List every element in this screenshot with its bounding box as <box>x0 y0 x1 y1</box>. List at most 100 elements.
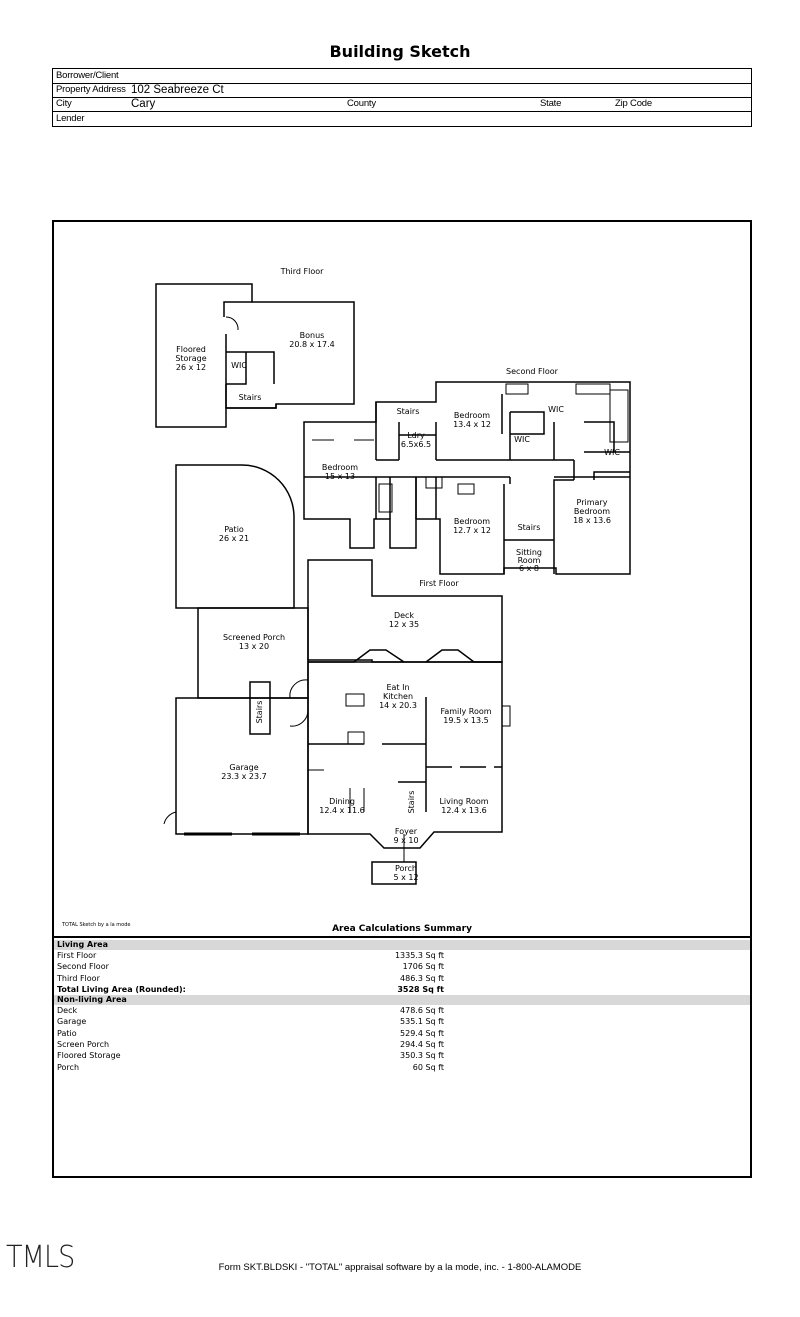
floored-storage-label-1: Floored <box>176 345 206 354</box>
area-name: First Floor <box>57 951 97 960</box>
patio-label: Patio <box>224 525 244 534</box>
tmls-logo: TMLS <box>6 1240 75 1275</box>
sitting-label-2: Room <box>518 556 541 565</box>
sketch-credit: TOTAL Sketch by a la mode <box>62 922 131 928</box>
first-stairs-label-2: Stairs <box>407 791 416 814</box>
area-name: Second Floor <box>57 962 109 972</box>
city-value: Cary <box>131 98 156 110</box>
sitting-label-1: Sitting <box>516 548 542 557</box>
foyer-label: Foyer <box>395 827 418 836</box>
third-floor-label: Third Floor <box>280 267 325 276</box>
area-value: 529.4 Sq ft <box>400 1028 444 1038</box>
primary-label-1: Primary <box>577 498 608 507</box>
area-name: Patio <box>57 1028 77 1038</box>
second-stairs-label: Stairs <box>397 407 420 416</box>
area-name: Garage <box>57 1017 87 1027</box>
room-labels: Third Floor Second Floor First Floor Flo… <box>175 267 620 882</box>
primary-label-2: Bedroom <box>574 507 610 516</box>
deck-dims: 12 x 35 <box>389 620 419 629</box>
family-room-label: Family Room <box>440 707 491 716</box>
floored-storage-dims: 26 x 12 <box>176 363 206 372</box>
city-row: City Cary County State Zip Code <box>53 97 751 112</box>
kitchen-label-2: Kitchen <box>383 692 413 701</box>
bedroom-b-label: Bedroom <box>322 463 358 472</box>
dining-dims: 12.4 x 11.6 <box>319 806 364 815</box>
first-floor-label: First Floor <box>419 579 459 588</box>
bedroom-a-label: Bedroom <box>454 411 490 420</box>
first-stairs-label-1: Stairs <box>255 701 264 724</box>
porch-label: Porch <box>395 864 417 873</box>
city-label: City <box>56 98 72 109</box>
garage-label: Garage <box>229 763 258 772</box>
ldry-dims: 6.5x6.5 <box>401 440 431 449</box>
bedroom-c-dims: 12.7 x 12 <box>453 526 491 535</box>
area-row: Second Floor 1706 Sq ft <box>54 961 750 972</box>
bedroom-a-dims: 13.4 x 12 <box>453 420 491 429</box>
wic-label-2: WIC <box>514 435 530 444</box>
area-value: 60 Sq ft <box>412 1062 444 1072</box>
sitting-dims: 6 x 8 <box>519 564 539 573</box>
second-floor <box>303 381 631 575</box>
area-value: 294.4 Sq ft <box>400 1040 444 1050</box>
property-row: Property Address 102 Seabreeze Ct <box>53 83 751 98</box>
area-name: Porch <box>57 1062 80 1072</box>
area-row: Deck 478.6 Sq ft <box>54 1005 750 1016</box>
area-summary-title: Area Calculations Summary <box>332 924 472 934</box>
second-stairs-label-2: Stairs <box>518 523 541 532</box>
bonus-dims: 20.8 x 17.4 <box>289 340 334 349</box>
state-label: State <box>540 98 562 109</box>
dining-label: Dining <box>329 797 355 806</box>
total-name: Total Living Area (Rounded): <box>57 984 186 994</box>
area-value: 478.6 Sq ft <box>400 1006 444 1016</box>
area-summary: Living Area First Floor 1335.3 Sq ft Seco… <box>54 940 750 1073</box>
kitchen-dims: 14 x 20.3 <box>379 701 417 710</box>
patio <box>175 464 295 609</box>
bedroom-c-label: Bedroom <box>454 517 490 526</box>
living-room-label: Living Room <box>439 797 488 806</box>
first-floor <box>163 559 511 885</box>
wic-label-3: WIC <box>604 448 620 457</box>
total-row: Total Living Area (Rounded): 3528 Sq ft <box>54 984 750 995</box>
ldry-label: Ldry <box>407 431 425 440</box>
area-value: 1706 Sq ft <box>402 962 444 972</box>
area-name: Third Floor <box>57 973 100 983</box>
lender-label: Lender <box>56 113 85 124</box>
second-floor-label: Second Floor <box>506 367 559 376</box>
form-footer: Form SKT.BLDSKI - "TOTAL" appraisal soft… <box>218 1262 582 1273</box>
floor-plan: Third Floor Second Floor First Floor Flo… <box>54 222 750 937</box>
area-name: Floored Storage <box>57 1051 121 1061</box>
wic-label-1: WIC <box>548 405 564 414</box>
nonliving-area-header: Non-living Area <box>54 995 750 1006</box>
area-row: Porch 60 Sq ft <box>54 1062 750 1073</box>
zip-label: Zip Code <box>615 98 652 109</box>
bedroom-b-dims: 15 x 13 <box>325 472 355 481</box>
screened-porch-label: Screened Porch <box>223 633 285 642</box>
property-header-table: Borrower/Client Property Address 102 Sea… <box>52 68 752 127</box>
floor-plan-svg: Third Floor Second Floor First Floor Flo… <box>155 267 631 885</box>
area-value: 1335.3 Sq ft <box>394 951 444 960</box>
foyer-dims: 9 x 10 <box>393 836 418 845</box>
sketch-sheet: Third Floor Second Floor First Floor Flo… <box>52 220 752 1178</box>
primary-dims: 18 x 13.6 <box>573 516 611 525</box>
summary-divider <box>54 936 750 938</box>
living-area-header: Living Area <box>54 940 750 950</box>
kitchen-label-1: Eat In <box>386 683 409 692</box>
living-room-dims: 12.4 x 13.6 <box>441 806 486 815</box>
area-row: First Floor 1335.3 Sq ft <box>54 950 750 961</box>
third-stairs-label: Stairs <box>239 393 262 402</box>
borrower-row: Borrower/Client <box>53 69 751 84</box>
deck-label: Deck <box>394 611 414 620</box>
area-name: Deck <box>57 1006 78 1016</box>
total-value: 3528 Sq ft <box>397 984 444 994</box>
borrower-label: Borrower/Client <box>56 70 119 81</box>
third-wic-label: WIC <box>231 361 247 370</box>
county-label: County <box>347 98 376 109</box>
third-floor <box>155 283 355 428</box>
floored-storage-label-2: Storage <box>175 354 206 363</box>
property-label: Property Address <box>56 84 126 95</box>
page-title: Building Sketch <box>329 42 471 61</box>
family-room-dims: 19.5 x 13.5 <box>443 716 488 725</box>
lender-row: Lender <box>53 112 751 126</box>
